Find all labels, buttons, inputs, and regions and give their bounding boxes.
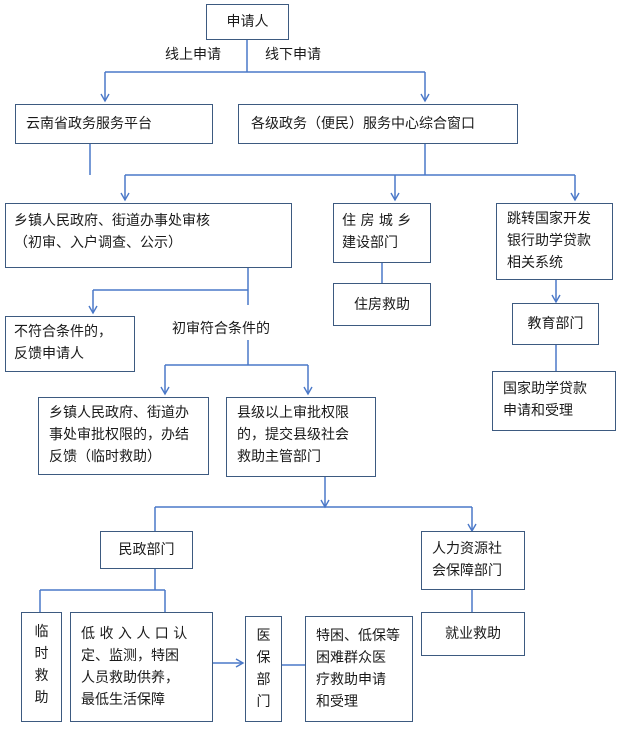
node-bank-loan-text: 跳转国家开发 银行助学贷款 相关系统 xyxy=(507,211,591,271)
node-county-approve: 县级以上审批权限 的，提交县级社会 救助主管部门 xyxy=(226,397,376,477)
node-education-dept-text: 教育部门 xyxy=(527,316,584,332)
node-medical-aid-text: 特困、低保等 困难群众医 疗救助申请 和受理 xyxy=(316,628,400,710)
node-online-platform-text: 云南省政务服务平台 xyxy=(26,116,152,132)
edge-pass-split xyxy=(165,340,308,366)
node-hr-social: 人力资源社 会保障部门 xyxy=(421,531,525,590)
edge-label-online: 线上申请 xyxy=(165,47,221,63)
node-county-approve-text: 县级以上审批权限 的，提交县级社会 救助主管部门 xyxy=(237,405,349,465)
edge-applicant-split xyxy=(105,40,425,73)
node-township-approve-text: 乡镇人民政府、街道办 事处审批权限的，办结 反馈（临时救助） xyxy=(49,405,189,465)
edge-review-split xyxy=(93,268,249,305)
edge-label-offline: 线下申请 xyxy=(265,47,321,63)
node-employment-aid: 就业救助 xyxy=(421,612,525,656)
node-not-eligible-text: 不符合条件的， 反馈申请人 xyxy=(14,324,112,362)
node-hr-social-text: 人力资源社 会保障部门 xyxy=(432,541,502,579)
node-civil-affairs: 民政部门 xyxy=(100,531,193,569)
edge-civil-hr-bar xyxy=(154,506,472,531)
edge-civil-split xyxy=(39,567,166,612)
node-student-loan: 国家助学贷款 申请和受理 xyxy=(492,371,616,431)
node-offline-window: 各级政务（便民）服务中心综合窗口 xyxy=(238,104,518,144)
node-online-platform: 云南省政务服务平台 xyxy=(15,104,213,144)
node-housing-dept: 住 房 城 乡 建设部门 xyxy=(333,203,431,263)
node-low-income-text: 低 收 入 人 口 认 定、监测，特困 人员救助供养， 最低生活保障 xyxy=(81,626,188,708)
node-township-approve: 乡镇人民政府、街道办 事处审批权限的，办结 反馈（临时救助） xyxy=(38,397,209,475)
node-civil-affairs-text: 民政部门 xyxy=(118,542,175,558)
node-bank-loan: 跳转国家开发 银行助学贷款 相关系统 xyxy=(496,203,613,280)
node-medical-dept-text: 医 保 部 门 xyxy=(256,628,271,710)
node-township-review-text: 乡镇人民政府、街道办事处审核 （初审、入户调查、公示） xyxy=(14,213,210,251)
node-housing-aid-text: 住房救助 xyxy=(354,297,410,313)
node-applicant-text: 申请人 xyxy=(226,14,269,30)
node-low-income: 低 收 入 人 口 认 定、监测，特困 人员救助供养， 最低生活保障 xyxy=(70,612,213,722)
node-student-loan-text: 国家助学贷款 申请和受理 xyxy=(503,381,587,419)
node-applicant: 申请人 xyxy=(206,4,289,40)
node-medical-aid: 特困、低保等 困难群众医 疗救助申请 和受理 xyxy=(305,616,413,722)
node-employment-aid-text: 就业救助 xyxy=(445,626,501,642)
node-education-dept: 教育部门 xyxy=(512,303,599,345)
node-township-review: 乡镇人民政府、街道办事处审核 （初审、入户调查、公示） xyxy=(5,203,292,268)
node-housing-dept-text: 住 房 城 乡 建设部门 xyxy=(342,213,412,251)
node-medical-dept: 医 保 部 门 xyxy=(245,616,282,722)
node-not-eligible: 不符合条件的， 反馈申请人 xyxy=(5,316,135,372)
edge-label-initial-pass: 初审符合条件的 xyxy=(172,321,270,337)
node-temp-aid: 临 时 救 助 xyxy=(21,612,62,722)
node-housing-aid: 住房救助 xyxy=(333,283,431,326)
edge-platforms-merge xyxy=(89,143,575,176)
node-temp-aid-text: 临 时 救 助 xyxy=(34,624,49,706)
node-offline-window-text: 各级政务（便民）服务中心综合窗口 xyxy=(251,116,475,132)
